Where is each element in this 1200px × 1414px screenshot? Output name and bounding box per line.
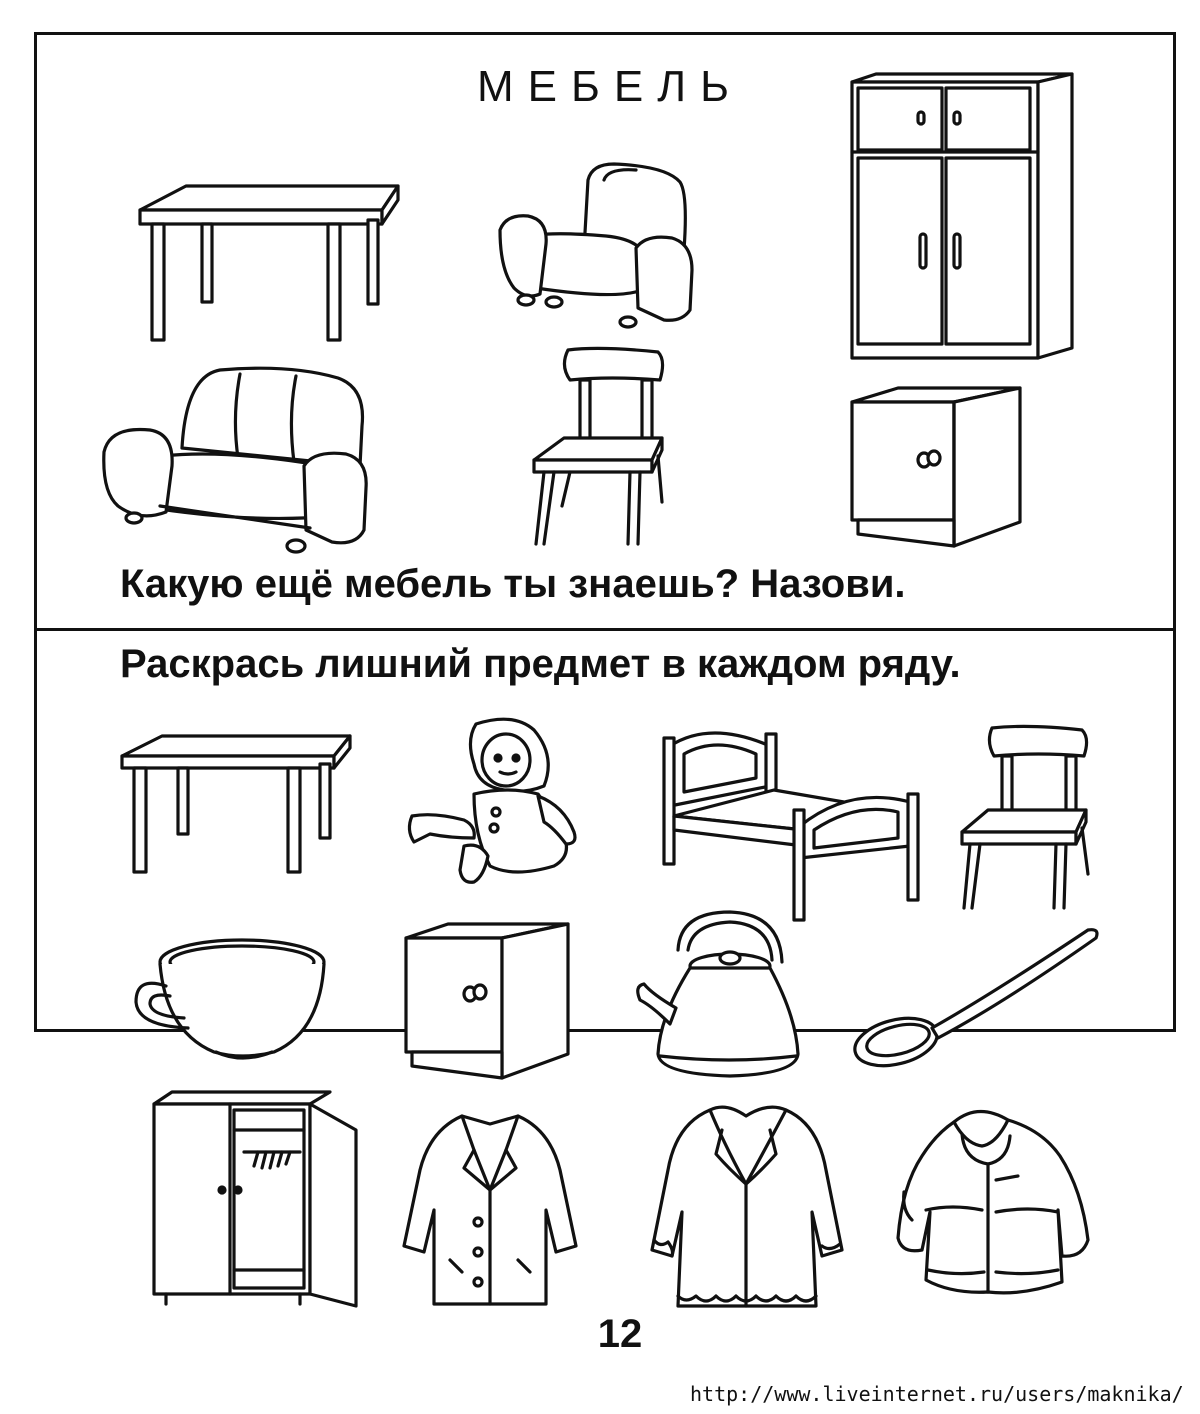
bed-icon (662, 731, 920, 922)
wardrobe-icon (850, 72, 1074, 360)
jacket-icon (896, 1109, 1090, 1295)
doll-icon (407, 717, 577, 884)
row2-nightstand-icon (404, 922, 570, 1080)
sofa-icon (102, 366, 368, 554)
chair-icon (532, 346, 665, 546)
worksheet-frame (34, 32, 1176, 1032)
row1-chair-icon (960, 724, 1090, 910)
armchair-icon (498, 162, 694, 329)
table-icon (138, 184, 400, 342)
instruction-text: Раскрась лишний предмет в каждом ряду. (120, 642, 961, 686)
row1-table-icon (120, 734, 352, 874)
page-title: МЕБЕЛЬ (477, 62, 743, 111)
spoon-icon (853, 928, 1099, 1068)
fur-coat-icon (650, 1105, 844, 1308)
source-url: http://www.liveinternet.ru/users/maknika… (690, 1382, 1184, 1406)
kettle-icon (636, 910, 800, 1078)
page-number: 12 (597, 1312, 643, 1356)
coat-icon (402, 1114, 578, 1306)
open-wardrobe-icon (152, 1090, 358, 1308)
nightstand-icon (850, 386, 1022, 548)
question-text: Какую ещё мебель ты знаешь? Назови. (120, 562, 906, 606)
cup-icon (134, 938, 326, 1060)
section-divider (34, 628, 1176, 631)
